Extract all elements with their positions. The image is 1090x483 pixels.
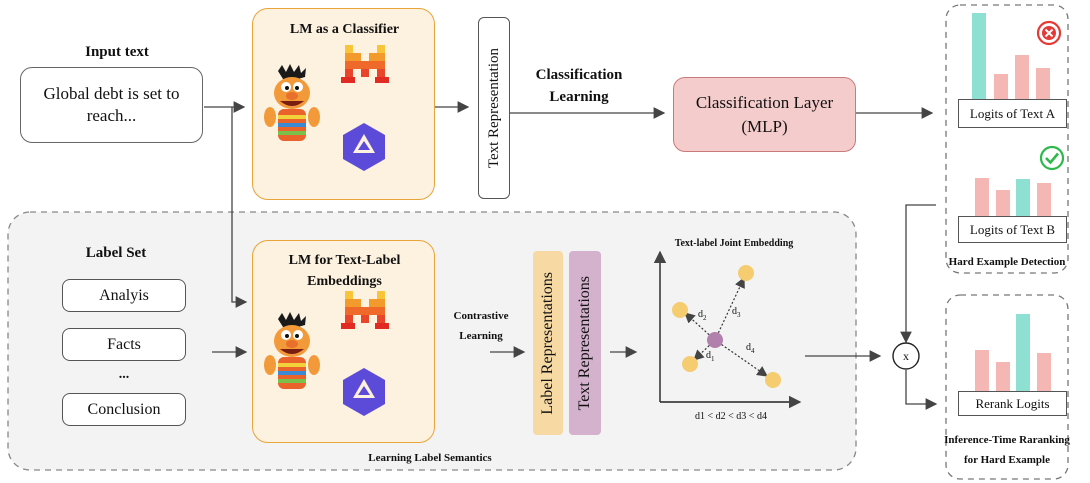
- bar: [1016, 179, 1030, 216]
- logits-b-box: Logits of Text B: [958, 216, 1067, 243]
- classification-layer-box: Classification Layer (MLP): [673, 77, 856, 152]
- embedding-title-line1: LM for Text-Label: [288, 253, 401, 268]
- arrow-input-to-embedding: [231, 107, 248, 308]
- bar: [996, 190, 1010, 216]
- label-item: Facts: [62, 328, 186, 361]
- bar: [1016, 314, 1030, 392]
- hard-example-caption: Hard Example Detection: [948, 256, 1066, 268]
- bar: [996, 362, 1010, 392]
- label-point: [765, 372, 781, 388]
- embedding-panel: LM for Text-Label Embeddings: [252, 240, 435, 443]
- arrow-multiply-to-rerank: [905, 370, 938, 410]
- joint-embedding-title: Text-label Joint Embedding: [674, 238, 794, 249]
- input-text-box: Global debt is set to reach...: [20, 67, 203, 143]
- label-point: [738, 265, 754, 281]
- joint-embedding-plot: [653, 250, 802, 409]
- label-set-title: Label Set: [85, 245, 147, 261]
- check-icon: [1039, 145, 1065, 171]
- bar: [1037, 353, 1051, 392]
- d1-label: d1: [706, 350, 715, 363]
- bar: [1037, 183, 1051, 216]
- arrow-hard-to-multiply: [900, 204, 936, 344]
- label-item: Conclusion: [62, 393, 186, 426]
- label-item-ellipsis: ...: [118, 367, 130, 382]
- logits-a-bars: [972, 13, 1050, 99]
- rerank-logits-box: Rerank Logits: [958, 391, 1067, 416]
- text-representations-label: Text Representations: [576, 275, 593, 411]
- bar: [975, 350, 989, 392]
- input-title: Input text: [85, 43, 149, 60]
- rerank-caption-line2: for Hard Example: [964, 454, 1050, 466]
- rerank-caption-line1: Inference-Time Raranking: [944, 434, 1070, 446]
- text-representation-box: Text Representation: [478, 17, 510, 199]
- bar: [972, 13, 986, 99]
- multiply-symbol: x: [903, 348, 909, 363]
- d3-label: d3: [732, 306, 741, 319]
- d4-label: d4: [746, 342, 755, 355]
- distance-d2: [684, 312, 716, 341]
- rerank-bars: [975, 314, 1051, 392]
- text-representation-label: Text Representation: [485, 47, 502, 169]
- text-representations-bar: Text Representations: [569, 251, 601, 435]
- classification-learning-line1: Classification: [535, 67, 623, 83]
- label-point: [672, 302, 688, 318]
- bar: [975, 178, 989, 216]
- classification-learning-label: Classification Learning: [512, 64, 646, 108]
- label-representations-bar: Label Representations: [533, 251, 563, 435]
- text-point: [707, 332, 723, 348]
- d2-label: d2: [698, 309, 707, 322]
- label-item: Analyis: [62, 279, 186, 312]
- bar: [1036, 68, 1050, 99]
- classification-learning-line2: Learning: [549, 89, 609, 105]
- distance-ordering: d1 < d2 < d3 < d4: [695, 411, 767, 422]
- classification-layer-line1: Classification Layer: [695, 92, 834, 112]
- bar: [1015, 55, 1029, 99]
- distance-d3: [714, 276, 745, 341]
- contrastive-line2: Learning: [459, 330, 503, 342]
- label-representations-label: Label Representations: [539, 271, 556, 415]
- wrong-icon: [1036, 20, 1062, 46]
- classifier-title: LM as a Classifier: [289, 22, 400, 37]
- label-point: [682, 356, 698, 372]
- embedding-title: LM for Text-Label Embeddings: [253, 250, 436, 292]
- contrastive-learning-label: Contrastive Learning: [440, 306, 522, 346]
- rerank-caption: Inference-Time Raranking for Hard Exampl…: [940, 430, 1074, 470]
- logits-b-bars: [975, 178, 1051, 216]
- embedding-title-line2: Embeddings: [307, 274, 382, 289]
- distance-d4: [714, 339, 768, 377]
- classification-layer-line2: (MLP): [741, 116, 788, 136]
- logits-a-box: Logits of Text A: [958, 99, 1067, 128]
- section-caption: Learning Label Semantics: [368, 452, 492, 464]
- contrastive-line1: Contrastive: [453, 310, 509, 322]
- classifier-panel: LM as a Classifier: [252, 8, 435, 200]
- multiply-node: [892, 342, 920, 370]
- bar: [994, 74, 1008, 99]
